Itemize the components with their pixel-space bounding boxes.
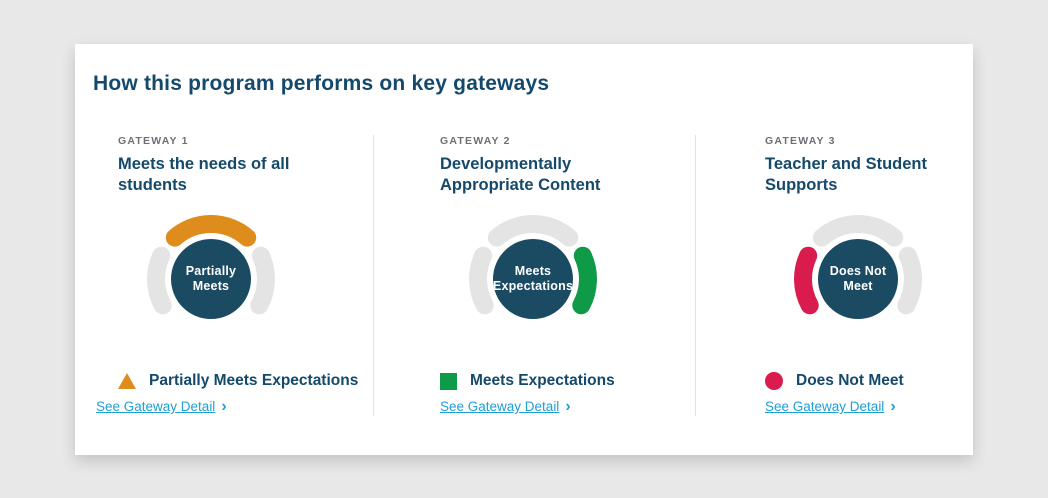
gateway-1-title-line2: students xyxy=(118,176,187,194)
gateway-3-rating-label: Does Not Meet xyxy=(796,372,904,389)
gateway-1-detail-link[interactable]: See Gateway Detail › xyxy=(96,398,227,415)
gauge-label-line1: Does Not xyxy=(829,264,887,278)
chevron-right-icon: › xyxy=(221,398,227,415)
gateway-1-gauge: Partially Meets xyxy=(141,209,281,349)
gauge-segment-left xyxy=(147,246,172,315)
gauge-label-line2: Meet xyxy=(843,279,873,293)
gauge-segment-right xyxy=(572,246,597,315)
gauge-center-label: Meets Expectations xyxy=(493,239,573,319)
gateway-3-title: Teacher and Student Supports xyxy=(765,154,1020,196)
triangle-rating-icon xyxy=(118,373,136,389)
gauge-segment-left xyxy=(469,246,494,315)
link-text[interactable]: See Gateway Detail xyxy=(765,399,885,414)
link-text[interactable]: See Gateway Detail xyxy=(96,399,216,414)
gauge-segment-top xyxy=(487,215,579,247)
gauge-segment-left xyxy=(794,246,819,315)
gateway-3-eyebrow: GATEWAY 3 xyxy=(765,135,836,147)
gauge-label-line1: Partially xyxy=(185,264,237,278)
page-title: How this program performs on key gateway… xyxy=(93,72,550,95)
square-rating-icon xyxy=(440,372,457,390)
gauge-ring xyxy=(469,215,597,315)
gateway-3-detail-link[interactable]: See Gateway Detail › xyxy=(765,398,896,415)
gateway-3-title-line1: Teacher and Student xyxy=(765,155,927,173)
gateway-2-gauge: Meets Expectations xyxy=(463,209,603,349)
chevron-right-icon: › xyxy=(565,398,571,415)
gauge-label-line2: Meets xyxy=(192,279,230,293)
gateways-report-card: How this program performs on key gateway… xyxy=(75,44,973,455)
gauge-segment-right xyxy=(897,246,922,315)
gauge-segment-right xyxy=(250,246,275,315)
gateway-3-title-line2: Supports xyxy=(765,176,838,194)
chevron-right-icon: › xyxy=(890,398,896,415)
gateway-2-title: Developmentally Appropriate Content xyxy=(440,154,695,196)
gateway-2-rating-label: Meets Expectations xyxy=(470,372,615,389)
gauge-center-label: Partially Meets xyxy=(171,239,251,319)
link-text[interactable]: See Gateway Detail xyxy=(440,399,560,414)
gauge-center-label: Does Not Meet xyxy=(818,239,898,319)
gateway-2-title-line2: Appropriate Content xyxy=(440,176,601,194)
gateway-2-column: GATEWAY 2 Developmentally Appropriate Co… xyxy=(440,135,695,416)
gauge-ring xyxy=(794,215,922,315)
gateway-2-title-line1: Developmentally xyxy=(440,155,572,173)
gauge-label-line2: Expectations xyxy=(492,279,574,293)
gateway-3-rating-row: Does Not Meet xyxy=(765,372,1020,390)
gateway-1-rating-label: Partially Meets Expectations xyxy=(149,372,359,389)
gateway-1-rating-row: Partially Meets Expectations xyxy=(118,372,373,390)
gateway-1-title-line1: Meets the needs of all xyxy=(118,155,290,173)
gateway-1-title: Meets the needs of all students xyxy=(118,154,373,196)
circle-rating-icon xyxy=(765,372,783,390)
gauge-segment-top xyxy=(165,215,257,247)
gateway-1-column: GATEWAY 1 Meets the needs of all student… xyxy=(96,135,373,416)
gateway-2-detail-link[interactable]: See Gateway Detail › xyxy=(440,398,571,415)
gauge-label-line1: Meets xyxy=(514,264,552,278)
gateway-2-eyebrow: GATEWAY 2 xyxy=(440,135,511,147)
column-divider xyxy=(373,135,374,416)
gauge-segment-top xyxy=(812,215,904,247)
gauge-ring xyxy=(147,215,275,315)
gateway-1-eyebrow: GATEWAY 1 xyxy=(118,135,189,147)
gateway-3-column: GATEWAY 3 Teacher and Student Supports D… xyxy=(765,135,1020,416)
gateway-3-gauge: Does Not Meet xyxy=(788,209,928,349)
column-divider xyxy=(695,135,696,416)
gateway-2-rating-row: Meets Expectations xyxy=(440,372,695,390)
